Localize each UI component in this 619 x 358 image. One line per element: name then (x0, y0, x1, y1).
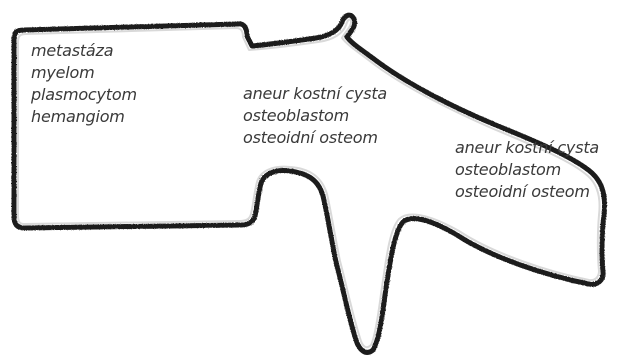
label-line: plasmocytom (31, 84, 137, 106)
vertebral-body-label-group: metastáza myelom plasmocytom hemangiom (31, 40, 137, 128)
label-line: osteoblastom (455, 159, 599, 181)
label-line: metastáza (31, 40, 137, 62)
label-line: myelom (31, 62, 137, 84)
spinous-process-label-group: aneur kostní cysta osteoblastom osteoidn… (455, 137, 599, 203)
label-line: hemangiom (31, 106, 137, 128)
label-line: aneur kostní cysta (243, 83, 387, 105)
label-line: osteoidní osteom (455, 181, 599, 203)
label-line: osteoblastom (243, 105, 387, 127)
label-line: aneur kostní cysta (455, 137, 599, 159)
label-line: osteoidní osteom (243, 127, 387, 149)
vertebral-arch-label-group: aneur kostní cysta osteoblastom osteoidn… (243, 83, 387, 149)
